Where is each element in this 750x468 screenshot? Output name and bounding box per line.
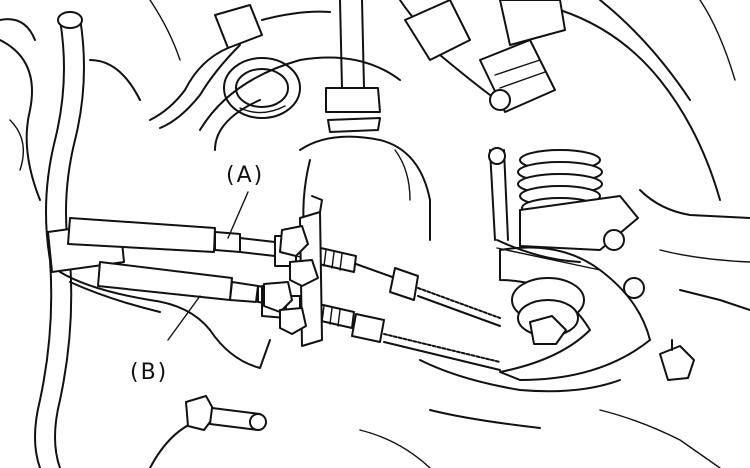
linkage-assembly — [488, 147, 651, 381]
wiring-harness — [149, 4, 331, 129]
leader-a — [227, 191, 249, 239]
bolts — [185, 339, 695, 431]
vertical-pipe — [325, 0, 381, 133]
filler-port — [223, 57, 301, 119]
label-a: (A) — [226, 163, 265, 188]
leader-b — [167, 295, 201, 341]
label-b: (B) — [130, 360, 169, 385]
mounting-plate — [263, 195, 323, 347]
wiring-connectors — [399, 0, 566, 113]
leader-lines — [167, 191, 249, 341]
